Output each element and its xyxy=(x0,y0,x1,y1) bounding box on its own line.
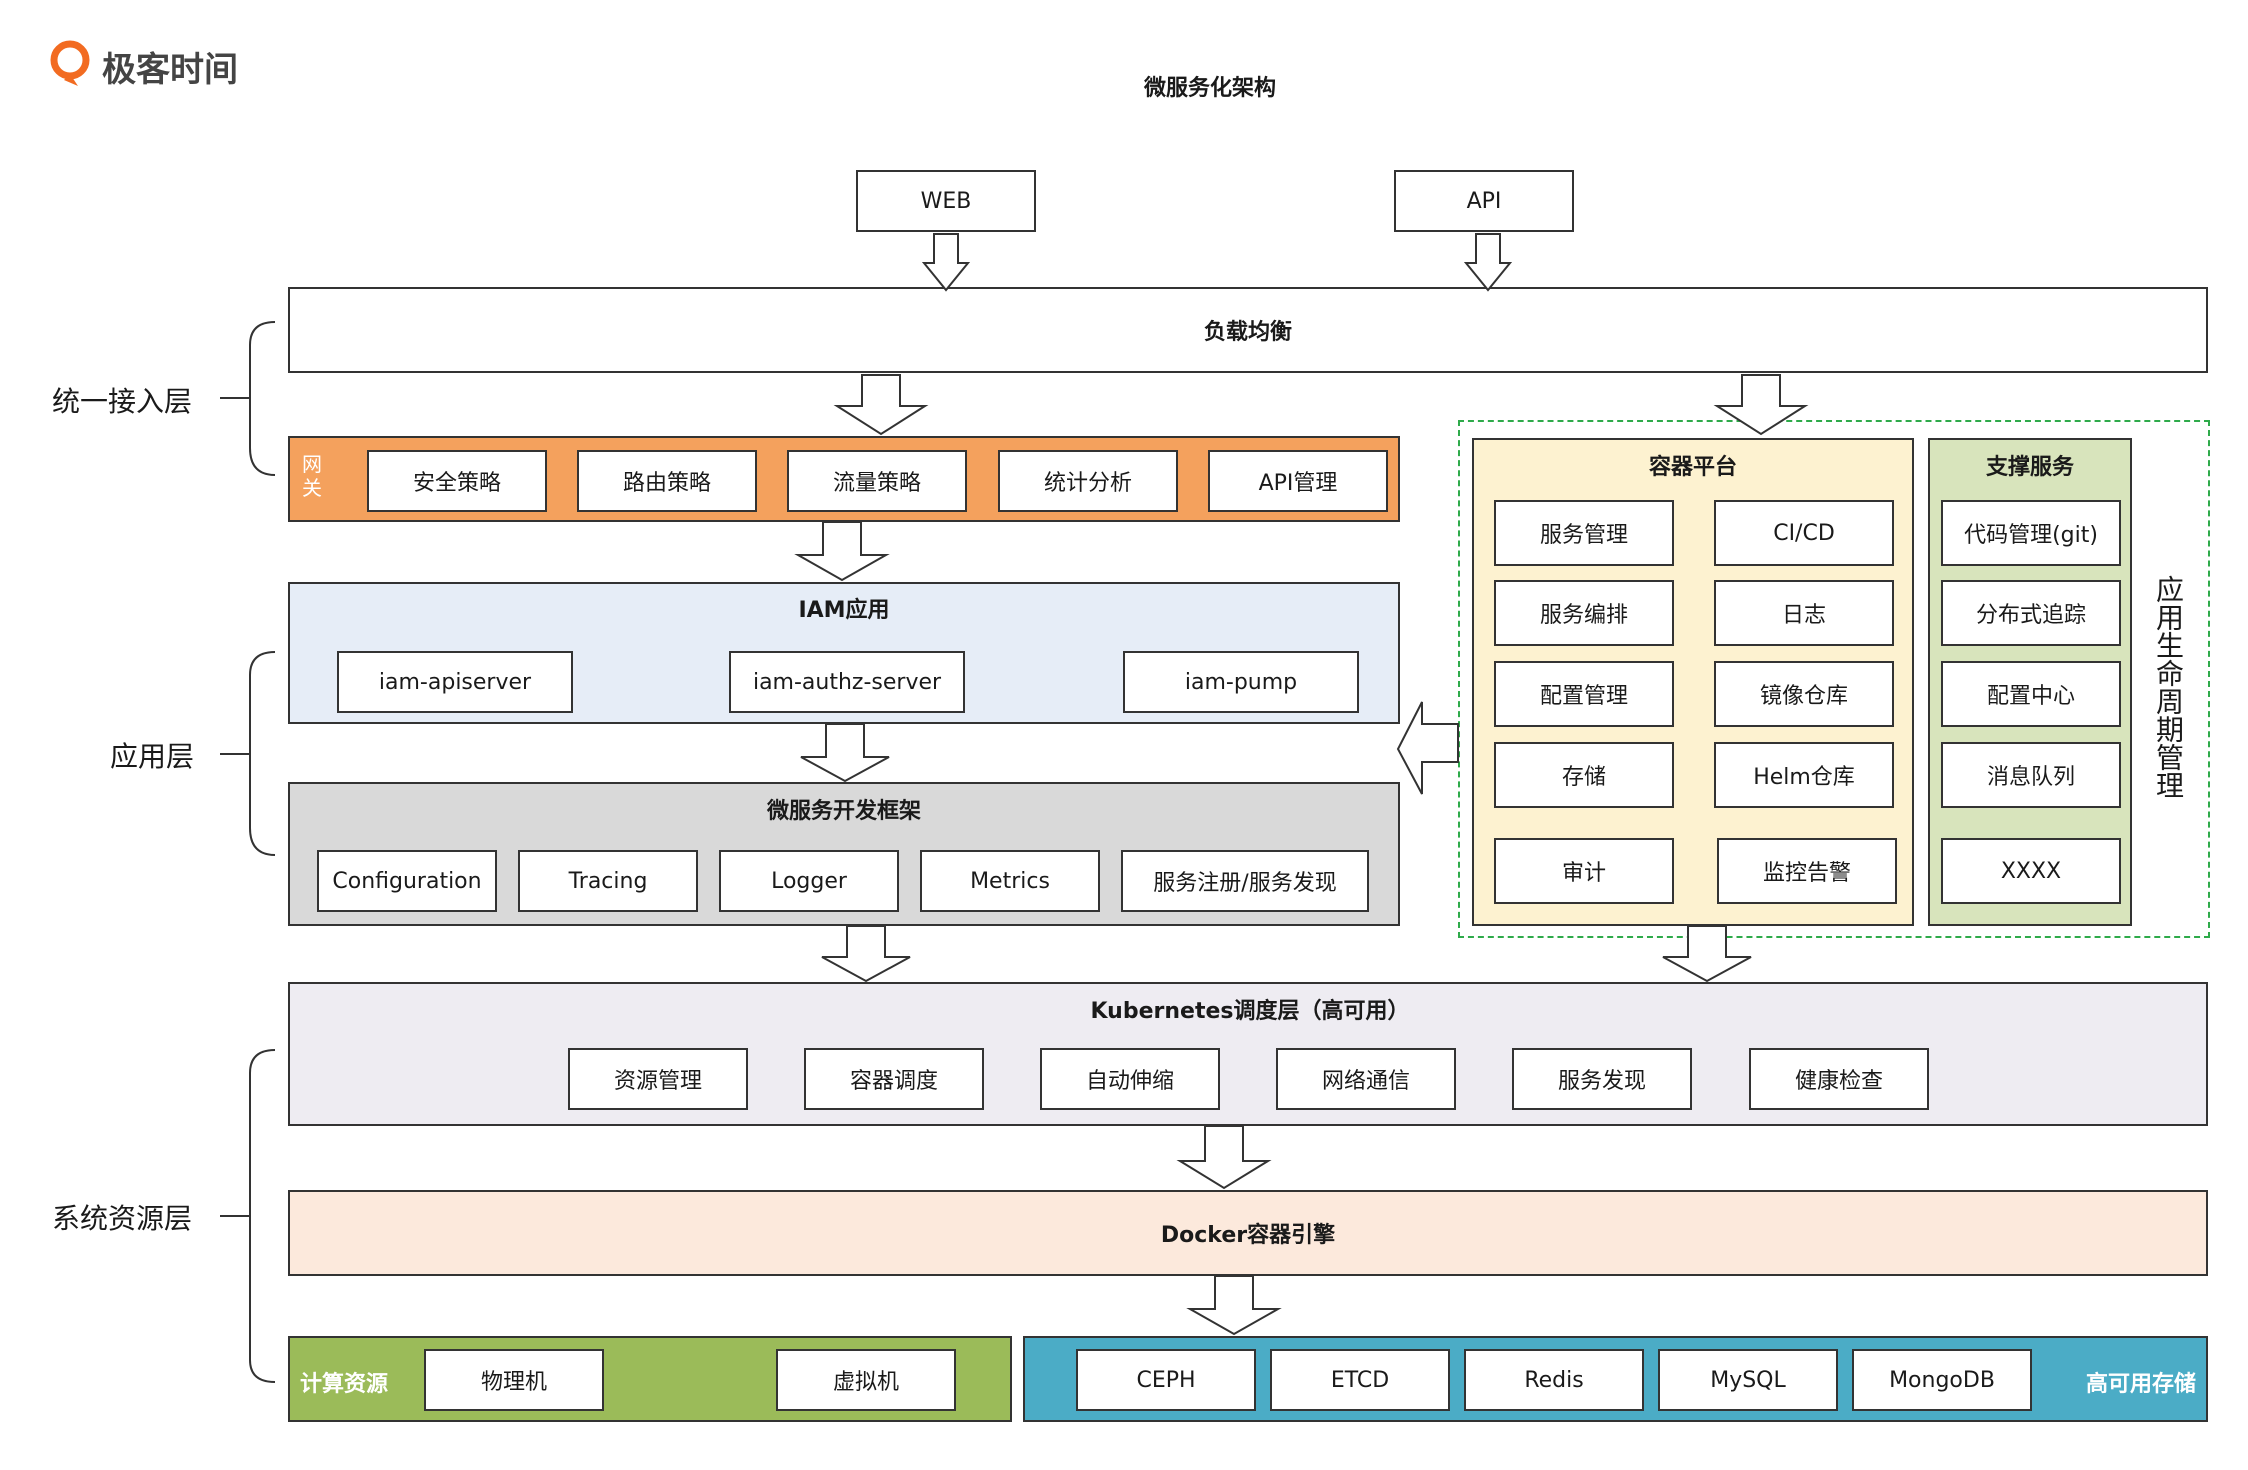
support-item: XXXX xyxy=(1941,838,2121,904)
compute-label: 计算资源 xyxy=(300,1372,389,1397)
gateway-item: 路由策略 xyxy=(577,450,757,512)
storage-item: CEPH xyxy=(1076,1349,1256,1411)
logo: 极客时间 xyxy=(50,38,270,90)
storage-item: MongoDB xyxy=(1852,1349,2032,1411)
load-balance: 负载均衡 xyxy=(288,287,2208,373)
container-item: 日志 xyxy=(1714,580,1894,646)
page-title: 微服务化架构 xyxy=(1143,76,1276,101)
down-arrow xyxy=(1186,1275,1282,1336)
storage-label: 高可用存储 xyxy=(2085,1372,2196,1397)
support-title: 支撑服务 xyxy=(1985,455,2074,480)
framework-item: Logger xyxy=(719,850,899,912)
brace xyxy=(249,321,276,476)
down-arrow xyxy=(1463,233,1513,292)
k8s-item: 自动伸缩 xyxy=(1040,1048,1220,1110)
docker-title: Docker容器引擎 xyxy=(1160,1223,1336,1248)
k8s-title: Kubernetes调度层（高可用） xyxy=(1090,999,1410,1024)
container-item: Helm仓库 xyxy=(1714,742,1894,808)
load-balance-label: 负载均衡 xyxy=(1203,320,1292,345)
framework-item: Configuration xyxy=(317,850,497,912)
lifecycle-label: 应用生命周期管理 xyxy=(2152,575,2185,799)
brace xyxy=(249,1049,276,1383)
support-item: 代码管理(git) xyxy=(1941,500,2121,566)
framework-title: 微服务开发框架 xyxy=(766,799,921,824)
container-item: 镜像仓库 xyxy=(1714,661,1894,727)
logo-icon xyxy=(50,40,90,86)
iam-item: iam-authz-server xyxy=(729,651,965,713)
storage-item: Redis xyxy=(1464,1349,1644,1411)
compute-item: 物理机 xyxy=(424,1349,604,1411)
k8s-item: 服务发现 xyxy=(1512,1048,1692,1110)
container-item: 监控告警 xyxy=(1717,838,1897,904)
k8s-item: 容器调度 xyxy=(804,1048,984,1110)
k8s-item: 网络通信 xyxy=(1276,1048,1456,1110)
down-arrow xyxy=(833,374,929,436)
container-item: 存储 xyxy=(1494,742,1674,808)
k8s-item: 健康检查 xyxy=(1749,1048,1929,1110)
container-platform-title: 容器平台 xyxy=(1648,455,1737,480)
down-arrow xyxy=(794,521,890,582)
gateway-label: 网 关 xyxy=(302,452,322,500)
down-arrow xyxy=(821,925,911,983)
lifecycle-region xyxy=(1458,420,2210,938)
side-label-access: 统一接入层 xyxy=(52,385,193,418)
brace xyxy=(249,651,276,856)
storage-item: ETCD xyxy=(1270,1349,1450,1411)
container-item: 配置管理 xyxy=(1494,661,1674,727)
down-arrow xyxy=(1176,1125,1272,1190)
container-item: 审计 xyxy=(1494,838,1674,904)
storage-item: MySQL xyxy=(1658,1349,1838,1411)
logo-text: 极客时间 xyxy=(102,50,238,90)
framework-item: 服务注册/服务发现 xyxy=(1121,850,1369,912)
support-item: 分布式追踪 xyxy=(1941,580,2121,646)
container-item: 服务管理 xyxy=(1494,500,1674,566)
down-arrow xyxy=(921,233,971,292)
compute-item: 虚拟机 xyxy=(776,1349,956,1411)
gateway-item: 流量策略 xyxy=(787,450,967,512)
api-entry: API xyxy=(1394,170,1574,232)
k8s-item: 资源管理 xyxy=(568,1048,748,1110)
left-arrow xyxy=(1396,701,1459,795)
support-item: 配置中心 xyxy=(1941,661,2121,727)
support-item: 消息队列 xyxy=(1941,742,2121,808)
gateway-item: 统计分析 xyxy=(998,450,1178,512)
framework-item: Tracing xyxy=(518,850,698,912)
gateway-item: API管理 xyxy=(1208,450,1388,512)
iam-title: IAM应用 xyxy=(798,598,890,623)
container-item: CI/CD xyxy=(1714,500,1894,566)
gateway-item: 安全策略 xyxy=(367,450,547,512)
side-label-app: 应用层 xyxy=(110,740,195,773)
iam-item: iam-apiserver xyxy=(337,651,573,713)
framework-item: Metrics xyxy=(920,850,1100,912)
down-arrow xyxy=(800,723,890,783)
web-entry: WEB xyxy=(856,170,1036,232)
container-item: 服务编排 xyxy=(1494,580,1674,646)
iam-item: iam-pump xyxy=(1123,651,1359,713)
docker-layer xyxy=(288,1190,2208,1276)
side-label-system: 系统资源层 xyxy=(52,1202,193,1235)
